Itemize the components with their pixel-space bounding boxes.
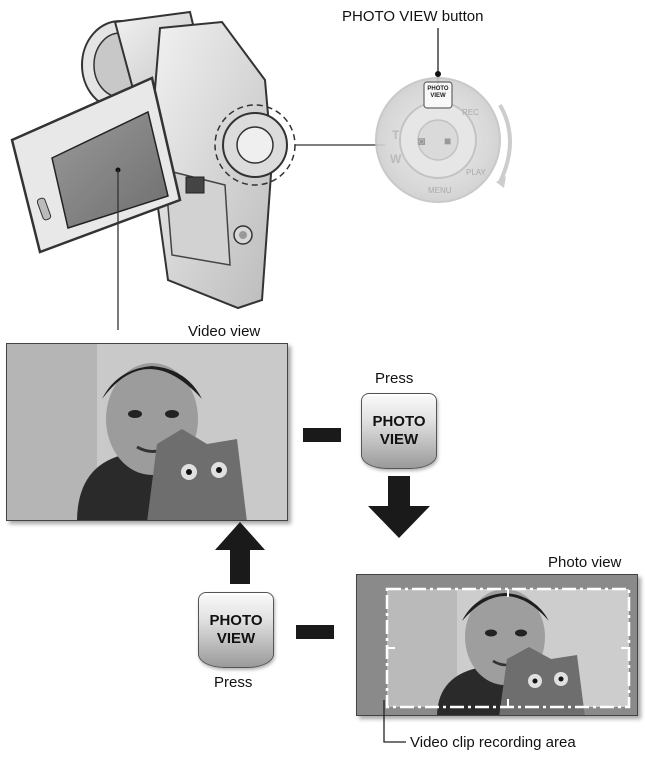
recording-area-label: Video clip recording area	[410, 734, 576, 751]
photo-view-button-label: PHOTO VIEW button	[342, 8, 484, 25]
arrow-down-icon	[368, 476, 430, 538]
dial-w-label: W	[390, 152, 402, 166]
control-dial	[375, 77, 512, 203]
photo-view-photo	[357, 575, 637, 715]
dash-bottom	[296, 625, 334, 639]
camera-icon: ◙	[418, 134, 426, 148]
press-label-top: Press	[375, 370, 414, 387]
video-icon: ■	[444, 134, 452, 148]
photo-view-button-line1: PHOTO	[372, 413, 426, 430]
photo-view-button-bottom[interactable]: PHOTO VIEW	[198, 592, 274, 668]
photo-view-label: Photo view	[548, 554, 622, 571]
dial-rec-label: REC	[462, 108, 479, 117]
photo-view-button-line2: VIEW	[216, 630, 256, 647]
video-view-screen	[6, 343, 288, 521]
photo-view-screen	[356, 574, 638, 716]
video-view-photo	[7, 344, 287, 520]
lcd-panel	[10, 76, 182, 254]
dial-t-label: T	[392, 128, 400, 142]
video-view-label: Video view	[188, 323, 261, 340]
arrow-up-icon	[215, 522, 265, 584]
photo-view-button-top[interactable]: PHOTO VIEW	[361, 393, 437, 469]
press-label-bottom: Press	[214, 674, 253, 691]
dial-play-label: PLAY	[466, 168, 486, 177]
photo-view-button-line1: PHOTO	[209, 612, 263, 629]
camcorder-illustration	[10, 10, 512, 330]
photo-view-button-line2: VIEW	[379, 431, 419, 448]
dash-top	[303, 428, 341, 442]
dial-photo-view-label: PHOTO VIEW	[427, 86, 449, 99]
recording-area-leader	[383, 700, 406, 743]
dial-menu-label: MENU	[428, 186, 452, 195]
